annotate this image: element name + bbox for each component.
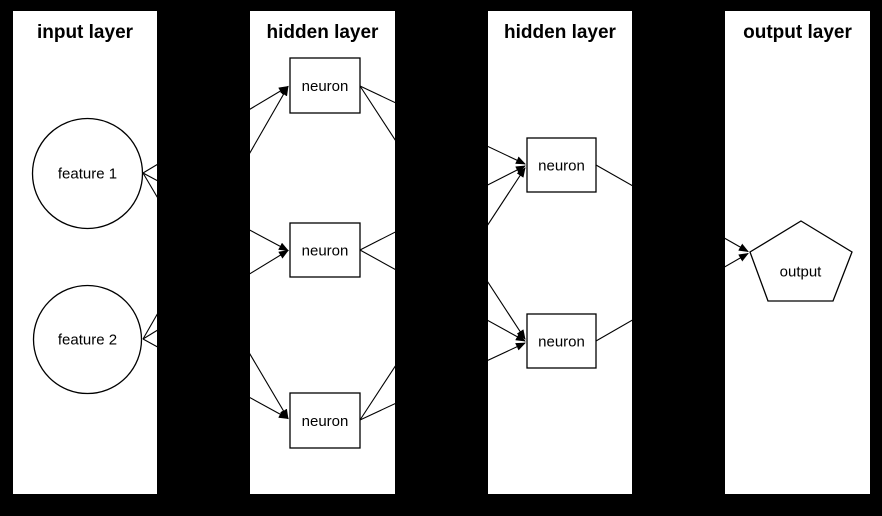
connection-arrows xyxy=(142,85,749,421)
node-neuron-11 xyxy=(289,57,361,114)
edge-feature2-neuron13 xyxy=(142,338,289,419)
node-neuron-21-label: neuron xyxy=(538,158,585,175)
node-neuron-12 xyxy=(289,222,361,278)
edge-feature1-neuron11 xyxy=(142,85,289,174)
node-output-label: output xyxy=(780,264,823,281)
edge-neuron11-neuron22 xyxy=(359,85,526,340)
edge-neuron13-neuron22 xyxy=(359,342,526,421)
title-input-layer: input layer xyxy=(37,22,134,43)
node-feature-1-label: feature 1 xyxy=(58,166,117,183)
panel-hidden-layer-2 xyxy=(488,11,632,494)
edge-neuron12-neuron22 xyxy=(359,249,526,342)
node-neuron-11-label: neuron xyxy=(302,78,349,95)
edge-neuron13-neuron21 xyxy=(359,167,526,421)
title-hidden-layer-2: hidden layer xyxy=(504,22,617,43)
node-feature-1 xyxy=(31,117,144,230)
title-output-layer: output layer xyxy=(743,22,852,43)
node-neuron-21 xyxy=(526,137,597,193)
edge-feature2-neuron12 xyxy=(142,249,289,340)
node-feature-2-label: feature 2 xyxy=(58,332,117,349)
node-neuron-12-label: neuron xyxy=(302,243,349,260)
node-neuron-22 xyxy=(526,313,597,369)
node-neuron-13-label: neuron xyxy=(302,413,349,430)
panel-input-layer xyxy=(13,11,157,494)
edge-neuron21-output xyxy=(595,164,749,252)
node-neuron-13 xyxy=(289,392,361,449)
node-neuron-22-label: neuron xyxy=(538,334,585,351)
title-hidden-layer-1: hidden layer xyxy=(267,22,380,43)
edge-feature1-neuron13 xyxy=(142,172,289,420)
node-feature-2 xyxy=(32,284,143,395)
edge-feature2-neuron11 xyxy=(142,85,289,340)
edge-neuron22-output xyxy=(595,253,749,342)
edge-neuron11-neuron21 xyxy=(359,85,526,165)
edge-neuron12-neuron21 xyxy=(359,165,526,251)
node-output xyxy=(749,220,853,302)
